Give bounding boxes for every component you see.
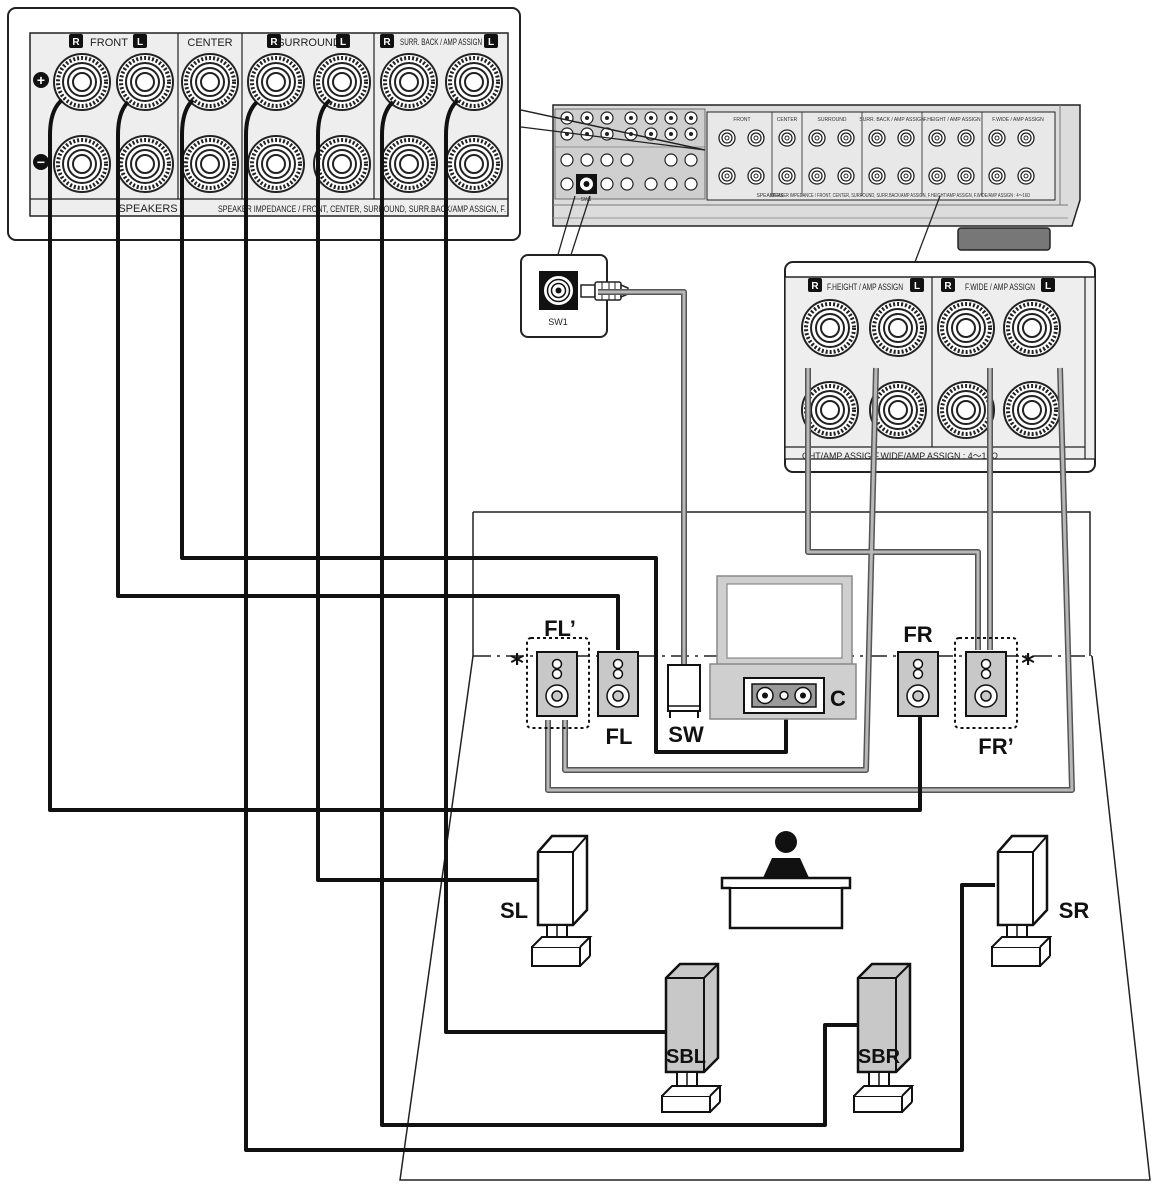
sbl-label: SBL [666,1046,706,1068]
speakers-label: SPEAKERS [118,203,177,215]
fl-prime-label: FL’ [544,616,576,641]
fr-prime-label: FR’ [978,734,1013,759]
surround-back-left-speaker: SBL [661,962,723,1113]
surround-l-badge: L [340,37,346,48]
surr-back-l-minus-terminal [444,134,504,194]
surround-left-speaker: SL [500,834,593,967]
center-minus-terminal [180,134,240,194]
front-l-minus-terminal [115,134,175,194]
subwoofer: SW [667,664,704,747]
fr-prime-dashed-outline [954,637,1018,729]
front-l-plus-terminal [115,52,175,112]
mini-front-label: FRONT [733,117,750,123]
surr-back-l-badge: L [488,37,494,48]
fheight-l-plus-terminal [868,298,928,358]
tv [709,575,857,720]
surr-back-r-plus-terminal [379,52,439,112]
mini-fwide-label: F.WIDE / AMP ASSIGN [992,117,1044,123]
sr-label: SR [1059,898,1090,923]
minus-symbol: − [37,154,45,170]
surr-back-r-minus-terminal [379,134,439,194]
front-left-speaker: FL [597,651,639,749]
front-right-speaker: FR [897,622,939,717]
mini-fheight-label: F.HEIGHT / AMP ASSIGN [923,117,981,123]
surround-right-speaker: SR [991,834,1090,967]
surround-label: SURROUND [277,37,341,49]
mini-sw-label: SW1 [581,197,592,203]
fwide-r-minus-terminal [936,380,996,440]
fheight-r-badge: R [811,281,819,292]
fl-prime-asterisk: * [510,649,524,679]
sl-label: SL [500,898,528,923]
sw1-label: SW1 [548,317,568,327]
black-wires [48,98,995,1152]
top-speaker-terminal-panel: R FRONT L CENTER R SURROUND L R SURR. BA… [7,7,521,241]
center-label: CENTER [187,37,232,49]
mini-surround-label: SURROUND [818,117,847,123]
mini-center-label: CENTER [777,117,798,123]
fr-label: FR [903,622,932,647]
fheight-label: F.HEIGHT / AMP ASSIGN [827,282,903,292]
subwoofer-label: SW [668,722,704,747]
plus-polarity-icon [33,72,49,88]
center-speaker: C [743,677,846,714]
front-left-height-speaker: FL’ * [510,616,590,729]
mini-surr-back-label: SURR. BACK / AMP ASSIGN [859,117,925,123]
fheight-l-badge: L [914,281,920,292]
surround-r-badge: R [270,37,278,48]
fwide-r-badge: R [944,281,952,292]
fwide-r-plus-terminal [936,298,996,358]
fl-label: FL [606,724,633,749]
surround-l-plus-terminal [312,52,372,112]
receiver-rear-panel: SW1 FRONT CENTER SURROUND SURR. BACK / A… [552,104,1081,251]
right-impedance-label: GHT/AMP ASSIG F.WIDE/AMP ASSIGN : 4～16Ω [802,451,998,461]
listener-icon [720,831,852,930]
fwide-l-minus-terminal [1002,380,1062,440]
front-l-badge: L [137,37,143,48]
surr-back-r-badge: R [383,37,391,48]
fwide-label: F.WIDE / AMP ASSIGN [965,282,1035,292]
surround-back-right-speaker: SBR [853,962,915,1113]
subwoofer-jack-inset: SW1 [520,254,629,338]
surround-l-minus-terminal [312,134,372,194]
fwide-l-plus-terminal [1002,298,1062,358]
fheight-r-plus-terminal [800,298,860,358]
center-speaker-label: C [830,686,846,711]
minus-polarity-icon [33,154,49,170]
callout-lines [520,109,941,263]
mini-impedance-label: SPEAKER IMPEDANCE / FRONT, CENTER, SURRO… [770,193,1030,199]
impedance-label: SPEAKER IMPEDANCE / FRONT, CENTER, SURRO… [218,204,506,214]
front-right-height-speaker: FR’ * [954,637,1035,759]
surr-back-label: SURR. BACK / AMP ASSIGN [400,37,482,47]
sbr-label: SBR [858,1046,901,1068]
front-r-badge: R [72,37,80,48]
front-label: FRONT [90,37,128,49]
fl-prime-dashed-outline [526,637,590,729]
surround-r-minus-terminal [246,134,306,194]
fwide-l-badge: L [1045,281,1051,292]
mini-speakers-label: SPEAKERS [757,193,785,199]
front-r-minus-terminal [52,134,112,194]
plus-symbol: + [37,72,45,88]
right-speaker-terminal-panel: R F.HEIGHT / AMP ASSIGN L R F.WIDE / AMP… [784,261,1096,473]
fr-prime-asterisk: * [1021,649,1035,679]
gray-wires [545,289,1075,793]
